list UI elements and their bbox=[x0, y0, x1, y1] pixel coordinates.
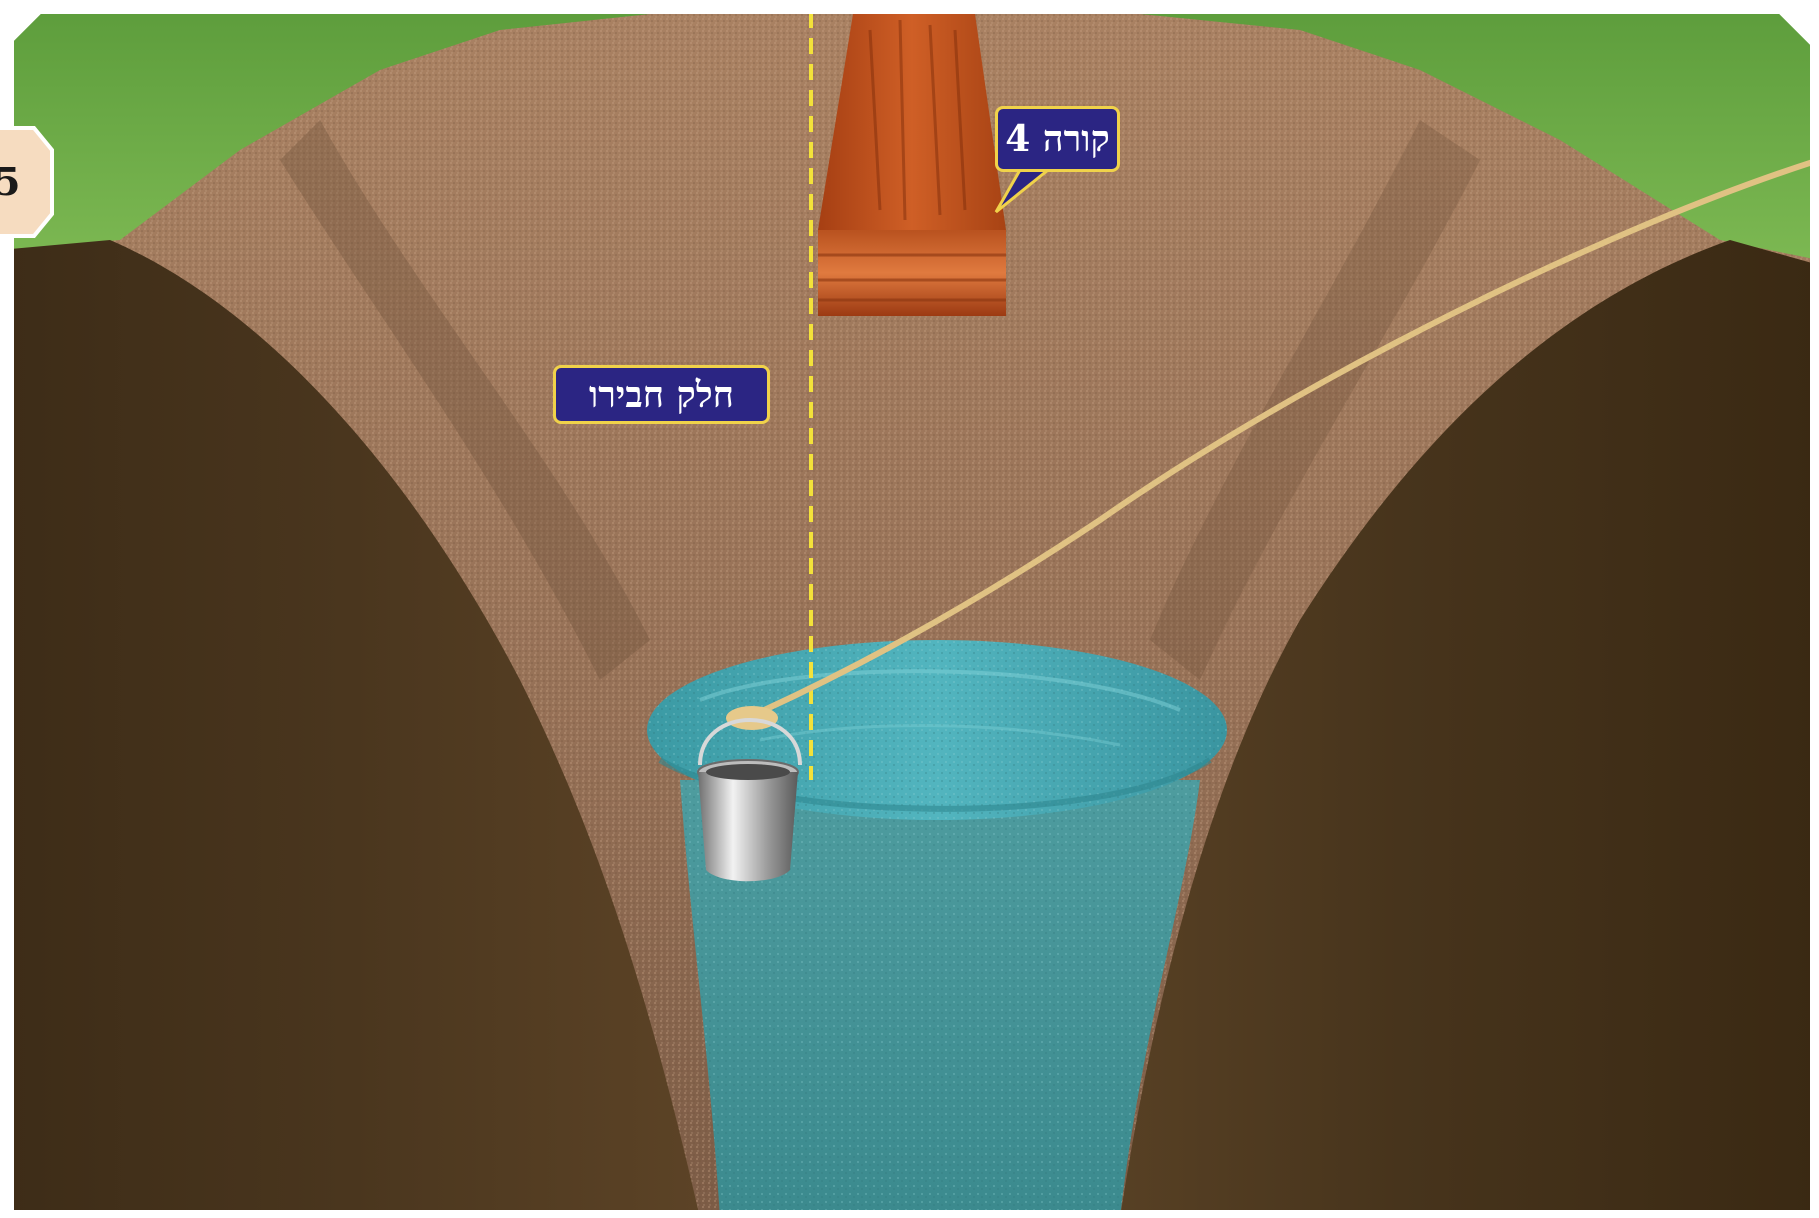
beam-label: קורה 4 bbox=[995, 106, 1120, 172]
neighbor-share-label: חלק חבירו bbox=[553, 365, 770, 424]
wooden-beam-end bbox=[818, 230, 1006, 316]
rope-knot bbox=[726, 706, 778, 730]
page-number: 5 bbox=[0, 162, 34, 202]
